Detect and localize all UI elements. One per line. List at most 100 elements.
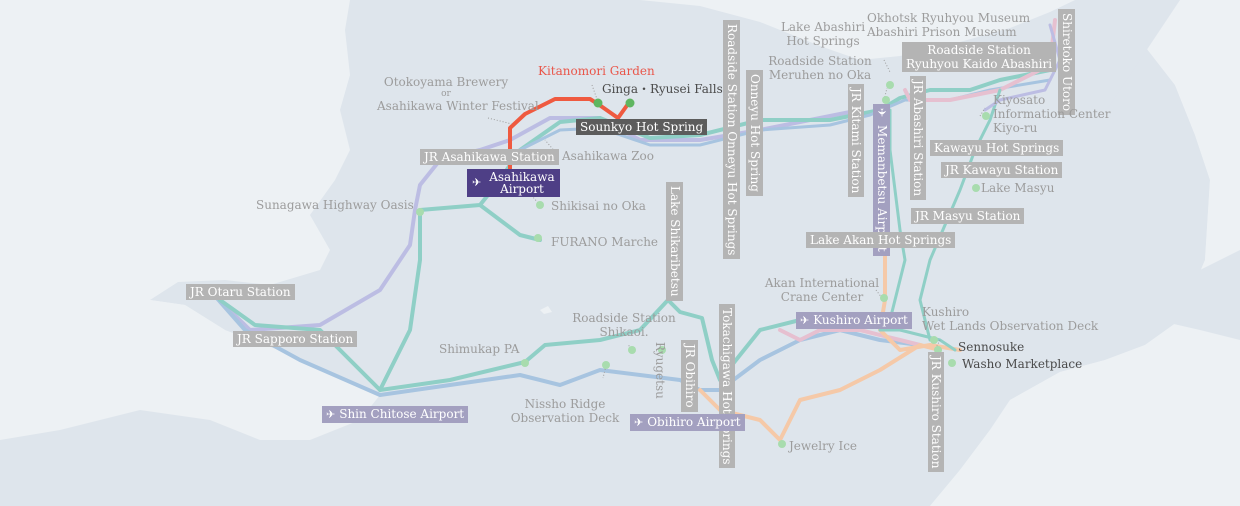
label-sennosuke[interactable]: Sennosuke bbox=[958, 340, 1025, 354]
label-kiyosato-information-center[interactable]: Kiyosato Information Center Kiyo-ru bbox=[993, 93, 1111, 135]
sea-coast-cutout bbox=[0, 300, 225, 380]
label-obihiro-airport-text: Obihiro Airport bbox=[647, 415, 741, 429]
label-asahikawa-zoo[interactable]: Asahikawa Zoo bbox=[562, 149, 654, 163]
label-jr-kushiro-line2: Kushiro Station bbox=[929, 373, 943, 469]
label-jr-kushiro-line1: JR bbox=[929, 356, 943, 370]
label-roadside-meruhen-line2: Meruhen no Oka bbox=[768, 68, 872, 82]
label-kushiro-airport[interactable]: ✈Kushiro Airport bbox=[796, 312, 912, 329]
label-shikisai-no-oka[interactable]: Shikisai no Oka bbox=[551, 199, 646, 213]
route-highlight bbox=[508, 97, 630, 174]
label-kushiro-airport-text: Kushiro Airport bbox=[813, 313, 908, 327]
label-akan-crane-center[interactable]: Akan International Crane Center bbox=[757, 276, 887, 304]
stop-dot bbox=[972, 184, 980, 192]
stop-dot bbox=[521, 359, 529, 367]
hokkaido-landmass bbox=[0, 0, 1210, 506]
label-sounkyo-hot-spring[interactable]: Sounkyo Hot Spring bbox=[576, 119, 708, 135]
label-tokachigawa-line1: Tokachigawa bbox=[720, 308, 734, 388]
airplane-icon: ✈ bbox=[875, 108, 888, 118]
stop-dot bbox=[930, 336, 938, 344]
label-lake-abashiri-hot-springs[interactable]: Lake Abashiri Hot Springs bbox=[778, 20, 868, 48]
label-roadside-shikaoi-line2: Shikaoi. bbox=[599, 325, 649, 339]
label-jr-abashiri-line2: Abashiri Station bbox=[911, 97, 925, 197]
label-akan-crane-line2: Crane Center bbox=[780, 290, 864, 304]
stop-dot bbox=[602, 361, 610, 369]
route-teal-kushiro bbox=[878, 328, 957, 352]
label-jr-kitami-line1: JR bbox=[849, 88, 863, 102]
label-jr-otaru-station[interactable]: JR Otaru Station bbox=[186, 284, 295, 300]
label-kitanomori-garden[interactable]: Kitanomori Garden bbox=[538, 64, 655, 78]
stop-dots bbox=[416, 81, 990, 448]
label-roadside-station-shikaoi[interactable]: Roadside Station Shikaoi. bbox=[564, 311, 684, 339]
label-okhotsk-line2: Abashiri Prison Museum bbox=[867, 25, 1017, 39]
label-otokoyama-brewery[interactable]: Otokoyama Brewery bbox=[383, 75, 509, 89]
label-roadside-station-ryuhyou[interactable]: Roadside Station Ryuhyou Kaido Abashiri bbox=[902, 42, 1057, 72]
stop-dot bbox=[416, 208, 424, 216]
label-nissho-ridge[interactable]: Nissho Ridge Observation Deck bbox=[505, 397, 625, 425]
shiretoko-peninsula bbox=[1040, 0, 1180, 140]
label-asahikawa-winter-festival[interactable]: Asahikawa Winter Festival bbox=[377, 99, 539, 113]
stop-dot bbox=[536, 201, 544, 209]
label-lake-shikaribetsu[interactable]: Lake Shikaribetsu bbox=[666, 182, 683, 301]
label-kawayu-hot-springs[interactable]: Kawayu Hot Springs bbox=[930, 140, 1064, 156]
kunashiri-island bbox=[1150, 250, 1240, 340]
label-asahikawa-airport-line1: Asahikawa bbox=[489, 170, 555, 184]
airplane-icon: ✈ bbox=[472, 176, 482, 189]
stop-dot bbox=[982, 112, 990, 120]
stop-dot bbox=[880, 294, 888, 302]
label-jr-kitami-line2: Kitami Station bbox=[849, 105, 863, 194]
label-lake-akan-hot-springs[interactable]: Lake Akan Hot Springs bbox=[806, 232, 956, 248]
label-washo-marketplace[interactable]: Washo Marketplace bbox=[962, 357, 1083, 371]
label-or: or bbox=[441, 89, 451, 99]
route-lavender-east bbox=[983, 23, 1062, 112]
label-jr-obihiro[interactable]: JR Obihiro bbox=[681, 340, 698, 412]
airplane-icon: ✈ bbox=[326, 408, 336, 421]
label-nissho-ridge-line2: Observation Deck bbox=[510, 411, 620, 425]
label-shiretoko-utoro[interactable]: Shiretoko Utoro bbox=[1058, 9, 1075, 116]
label-furano-marche[interactable]: FURANO Marche bbox=[551, 235, 659, 249]
label-sunagawa-highway-oasis[interactable]: Sunagawa Highway Oasis bbox=[256, 198, 414, 212]
route-teal-south bbox=[218, 298, 882, 392]
label-roadside-ryuhyou-line2: Ryuhyou Kaido Abashiri bbox=[906, 57, 1053, 71]
label-jewelry-ice[interactable]: Jewelry Ice bbox=[789, 439, 858, 453]
label-tokachigawa-hot-springs[interactable]: Tokachigawa Hot Springs bbox=[719, 304, 735, 469]
label-jr-kitami-station[interactable]: JR Kitami Station bbox=[848, 84, 864, 198]
label-okhotsk-line1: Okhotsk Ryuhyou Museum bbox=[867, 11, 1031, 25]
stop-dot bbox=[886, 81, 894, 89]
label-lake-abashiri-line1: Lake Abashiri bbox=[780, 20, 866, 34]
label-jr-kushiro-station[interactable]: JR Kushiro Station bbox=[928, 352, 944, 473]
label-jr-masyu-station[interactable]: JR Masyu Station bbox=[911, 208, 1025, 224]
label-jr-asahikawa-station[interactable]: JR Asahikawa Station bbox=[420, 149, 559, 165]
label-shimukap-pa[interactable]: Shimukap PA bbox=[439, 342, 520, 356]
stop-dot bbox=[593, 98, 603, 108]
label-kushiro-wetlands-line2: Wet Lands Observation Deck bbox=[922, 319, 1099, 333]
label-memanbetsu-airport[interactable]: ✈ Memanbetsu Airport bbox=[873, 104, 890, 256]
label-kiyosato-line2: Information Center bbox=[993, 107, 1111, 121]
label-obihiro-airport[interactable]: ✈Obihiro Airport bbox=[630, 414, 745, 431]
label-ginga-ryusei-falls[interactable]: Ginga・Ryusei Falls bbox=[602, 82, 723, 96]
label-kushiro-wetlands[interactable]: Kushiro Wet Lands Observation Deck bbox=[922, 305, 1098, 333]
label-jr-sapporo-station[interactable]: JR Sapporo Station bbox=[233, 331, 358, 347]
stop-dot bbox=[778, 440, 786, 448]
stop-dot bbox=[625, 98, 635, 108]
stop-dot bbox=[534, 234, 542, 242]
label-roadside-shikaoi-line1: Roadside Station bbox=[572, 311, 676, 325]
label-asahikawa-airport-line2: Airport bbox=[500, 182, 544, 196]
stop-dot bbox=[628, 346, 636, 354]
label-roadside-station-onneyu[interactable]: Roadside Station Onneyu Hot Springs bbox=[723, 20, 740, 260]
label-asahikawa-airport[interactable]: ✈ Asahikawa Airport bbox=[467, 169, 560, 197]
label-shin-chitose-airport[interactable]: ✈Shin Chitose Airport bbox=[322, 406, 469, 423]
label-memanbetsu-line1: Memanbetsu bbox=[875, 125, 889, 205]
label-shin-chitose-airport-text: Shin Chitose Airport bbox=[339, 407, 465, 421]
label-roadside-station-meruhen[interactable]: Roadside Station Meruhen no Oka bbox=[764, 54, 876, 82]
label-ryugetsu[interactable]: Ryugetsu bbox=[653, 342, 667, 399]
label-okhotsk-museums[interactable]: Okhotsk Ryuhyou Museum Abashiri Prison M… bbox=[867, 11, 1030, 39]
label-lake-masyu[interactable]: Lake Masyu bbox=[981, 181, 1055, 195]
route-blue-south bbox=[213, 294, 922, 397]
label-lake-abashiri-line2: Hot Springs bbox=[786, 34, 860, 48]
label-jr-kawayu-station[interactable]: JR Kawayu Station bbox=[941, 162, 1063, 178]
label-jr-abashiri-station[interactable]: JR Abashiri Station bbox=[910, 76, 926, 201]
label-onneyu-hot-spring[interactable]: Onneyu Hot Spring bbox=[746, 70, 763, 196]
label-kushiro-wetlands-line1: Kushiro bbox=[922, 305, 970, 319]
